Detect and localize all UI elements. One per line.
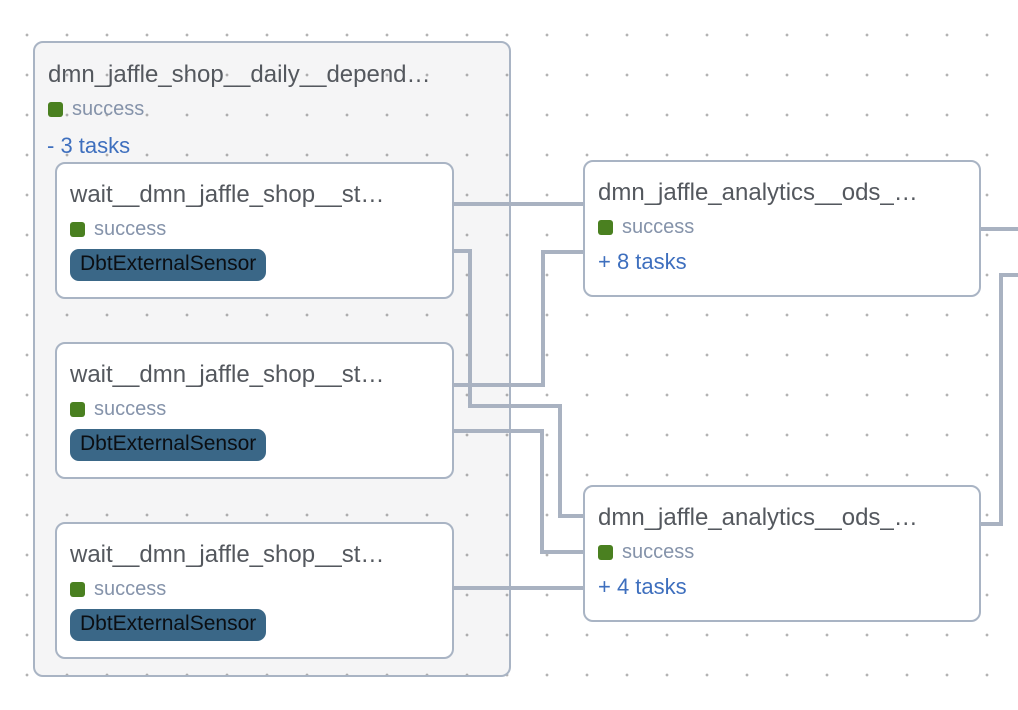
group-node-ods-bottom[interactable]: dmn_jaffle_analytics__ods_… success + 4 … xyxy=(583,485,981,622)
group-title: dmn_jaffle_shop__daily__depend… xyxy=(48,61,431,88)
node-status-label: success xyxy=(622,541,695,563)
operator-badge: DbtExternalSensor xyxy=(70,609,267,641)
task-status-row: success xyxy=(70,578,439,601)
task-title: wait__dmn_jaffle_shop__st… xyxy=(70,541,385,568)
edge-ods-bottom-offscreen xyxy=(981,273,1018,526)
task-group-node[interactable]: dmn_jaffle_shop__daily__depend… success … xyxy=(33,41,511,677)
task-node-wait-1[interactable]: wait__dmn_jaffle_shop__st… success DbtEx… xyxy=(55,162,454,299)
group-status-row: success xyxy=(48,98,496,121)
task-status-row: success xyxy=(70,398,439,421)
success-status-icon xyxy=(598,545,613,560)
task-title: wait__dmn_jaffle_shop__st… xyxy=(70,181,385,208)
group-node-ods-top[interactable]: dmn_jaffle_analytics__ods_… success + 8 … xyxy=(583,160,981,297)
task-status-row: success xyxy=(70,218,439,241)
task-title: wait__dmn_jaffle_shop__st… xyxy=(70,361,385,388)
node-title: dmn_jaffle_analytics__ods_… xyxy=(598,179,918,206)
group-status-label: success xyxy=(72,98,145,120)
task-status-label: success xyxy=(94,578,167,600)
success-status-icon xyxy=(70,582,85,597)
success-status-icon xyxy=(48,102,63,117)
task-node-wait-2[interactable]: wait__dmn_jaffle_shop__st… success DbtEx… xyxy=(55,342,454,479)
success-status-icon xyxy=(70,222,85,237)
node-status-row: success xyxy=(598,216,966,239)
node-title: dmn_jaffle_analytics__ods_… xyxy=(598,504,918,531)
node-status-label: success xyxy=(622,216,695,238)
operator-badge: DbtExternalSensor xyxy=(70,249,267,281)
task-status-label: success xyxy=(94,218,167,240)
task-node-wait-3[interactable]: wait__dmn_jaffle_shop__st… success DbtEx… xyxy=(55,522,454,659)
success-status-icon xyxy=(70,402,85,417)
expand-tasks-link[interactable]: + 8 tasks xyxy=(598,249,687,274)
success-status-icon xyxy=(598,220,613,235)
node-status-row: success xyxy=(598,541,966,564)
group-collapse-tasks-link[interactable]: - 3 tasks xyxy=(47,133,131,158)
expand-tasks-link[interactable]: + 4 tasks xyxy=(598,574,687,599)
task-status-label: success xyxy=(94,398,167,420)
operator-badge: DbtExternalSensor xyxy=(70,429,267,461)
